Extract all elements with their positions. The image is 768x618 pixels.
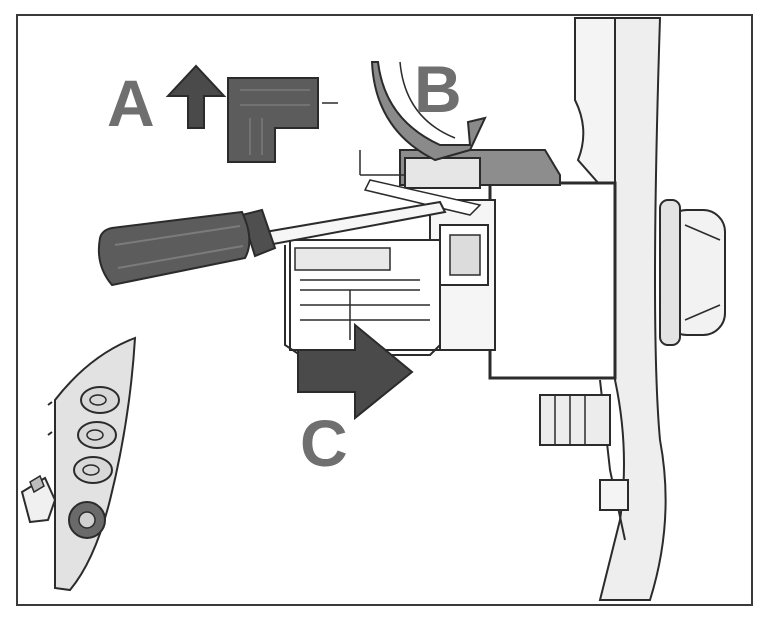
switch-body [284,239,441,356]
callout-a: A [107,64,338,163]
label-b: B [414,52,462,126]
curved-arrow-icon [370,61,487,162]
inset-switch-panel [20,336,137,592]
steering-column [574,17,726,601]
arrow-right-icon [297,322,414,421]
callout-c: C [297,322,414,480]
panel-button-2 [77,421,117,449]
arrow-up-icon [165,64,227,129]
mount-block [539,394,611,446]
panel-button-1 [80,386,120,414]
label-a: A [107,66,155,140]
screwdriver [97,200,447,287]
label-c: C [300,406,348,480]
panel-button-3 [73,456,113,484]
